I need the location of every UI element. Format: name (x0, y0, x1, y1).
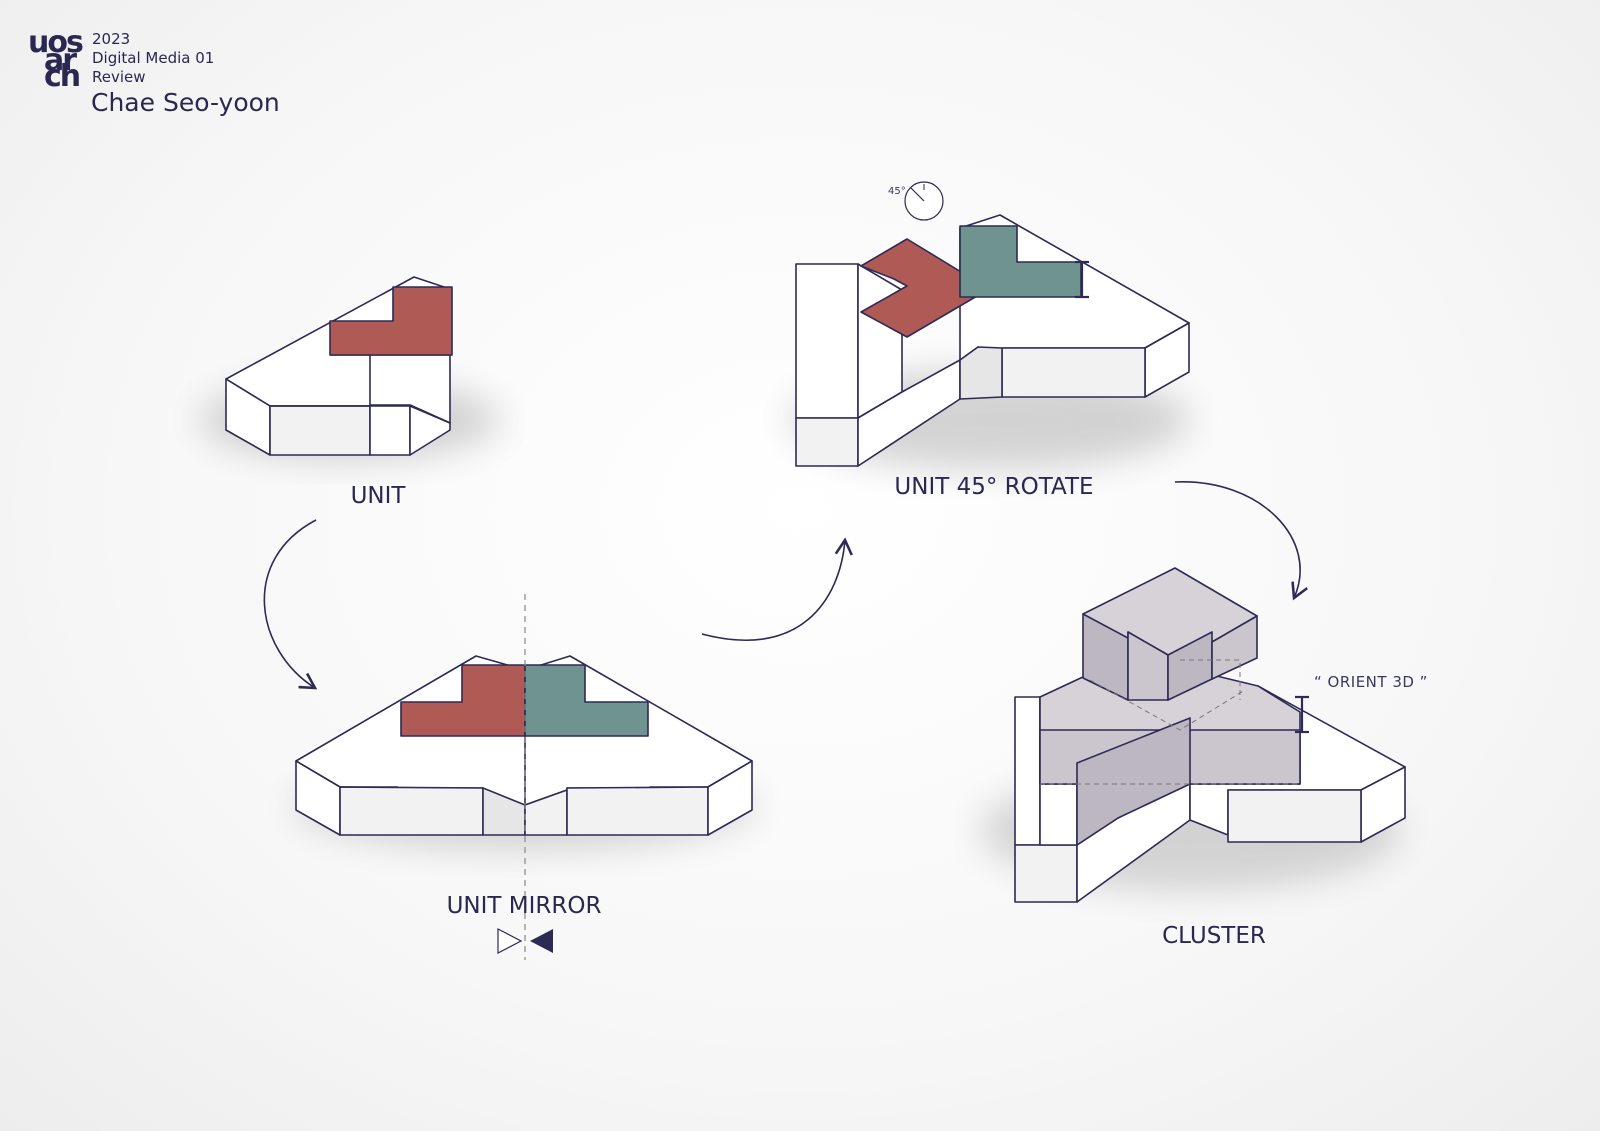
mirror-triangle-solid-icon (530, 929, 553, 953)
arrow-rotate-to-cluster (1174, 481, 1308, 601)
mirror-triangle-outline-icon (497, 928, 523, 954)
header-author: Chae Seo-yoon (91, 88, 280, 117)
mirror-label: UNIT MIRROR (447, 893, 602, 919)
rotate-angle: 45° (888, 186, 906, 197)
unit-label: UNIT (351, 483, 407, 509)
rotate-model (790, 214, 1190, 470)
header-year: 2023 (92, 30, 130, 48)
logo-line-1: uos (28, 25, 83, 60)
cluster-label: CLUSTER (1162, 923, 1266, 949)
rotate-label: UNIT 45° ROTATE (894, 474, 1093, 500)
uos-arch-logo: uos ar ch (28, 25, 85, 94)
arrow-mirror-to-rotate (701, 537, 853, 641)
unit-model (200, 276, 500, 460)
angle-dial-icon (904, 181, 944, 221)
header-review: Review (92, 68, 146, 86)
logo-line-3: ch (44, 59, 80, 94)
orient-note: “ ORIENT 3D ” (1314, 673, 1428, 691)
arrow-unit-to-mirror (263, 519, 318, 690)
logo-line-2: ar (44, 43, 77, 78)
header: uos ar ch 2023 Digital Media 01 Review C… (28, 25, 280, 117)
header-course: Digital Media 01 (92, 49, 214, 67)
cluster-model (980, 567, 1406, 903)
